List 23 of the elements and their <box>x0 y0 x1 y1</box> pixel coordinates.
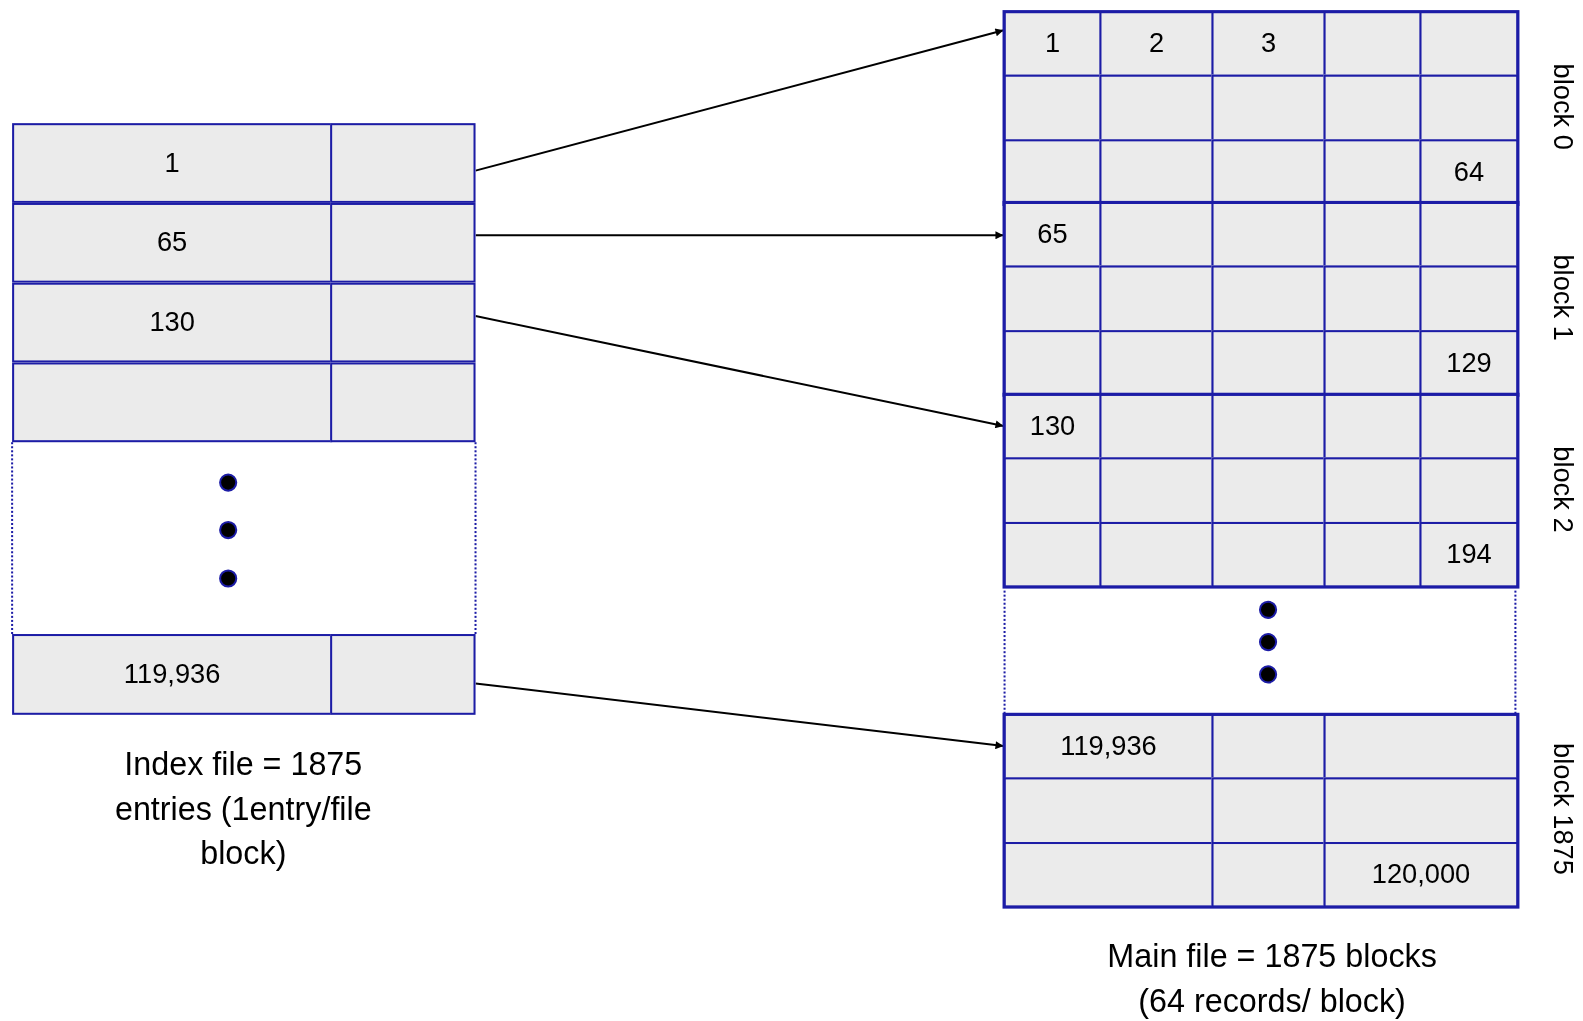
table-cell: 1 <box>12 123 333 203</box>
table-cell: 119,936 <box>1003 713 1214 780</box>
table-cell: 194 <box>1419 521 1519 588</box>
table-cell <box>330 123 476 203</box>
table-cell <box>330 202 476 283</box>
caption: Main file = 1875 blocks (64 records/ block) <box>1106 936 1438 1021</box>
table-cell: 120,000 <box>1323 841 1519 908</box>
block-label: block 1875 <box>1546 743 1578 876</box>
block-label: block 1 <box>1546 254 1578 341</box>
table-cell: 65 <box>1003 201 1102 268</box>
table-cell: 119,936 <box>12 634 333 715</box>
table-cell: 65 <box>12 202 333 283</box>
arrow <box>475 231 1004 240</box>
table-cell <box>330 634 476 715</box>
arrow <box>475 28 1004 172</box>
caption: Index file = 1875 entries (1entry/file block) <box>113 745 373 874</box>
table-cell <box>330 282 476 363</box>
block-label: block 0 <box>1546 63 1578 150</box>
arrow <box>475 682 1004 750</box>
block-label: block 2 <box>1546 446 1578 533</box>
table-cell: 130 <box>12 282 333 363</box>
table-cell: 130 <box>1003 393 1102 460</box>
arrow <box>475 315 1004 429</box>
